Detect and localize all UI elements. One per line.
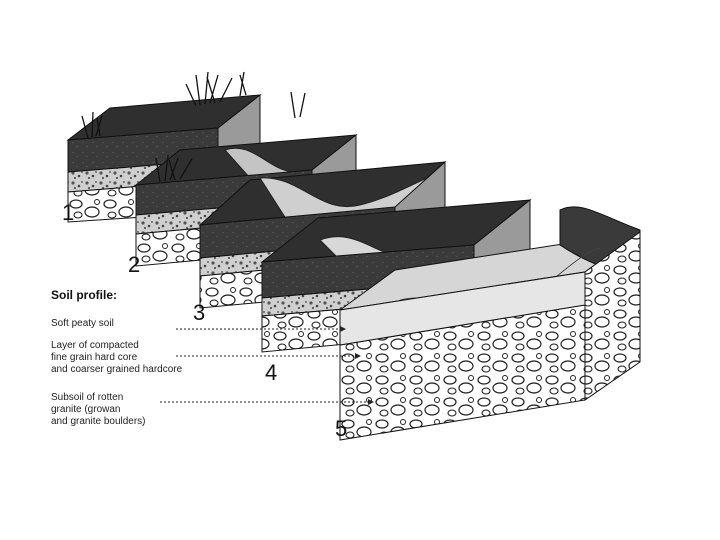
stage-number-4: 4 bbox=[265, 360, 277, 386]
stage-number-3: 3 bbox=[193, 300, 205, 326]
legend-item-peaty-soil: Soft peaty soil bbox=[51, 318, 114, 330]
stage-number-2: 2 bbox=[128, 252, 140, 278]
stage-number-5: 5 bbox=[335, 416, 347, 442]
legend-item-hardcore: Layer of compacted fine grain hard core … bbox=[51, 340, 182, 376]
legend-title: Soil profile: bbox=[51, 288, 117, 302]
stage-number-1: 1 bbox=[62, 200, 74, 226]
legend-item-subsoil: Subsoil of rotten granite (growan and gr… bbox=[51, 392, 146, 428]
